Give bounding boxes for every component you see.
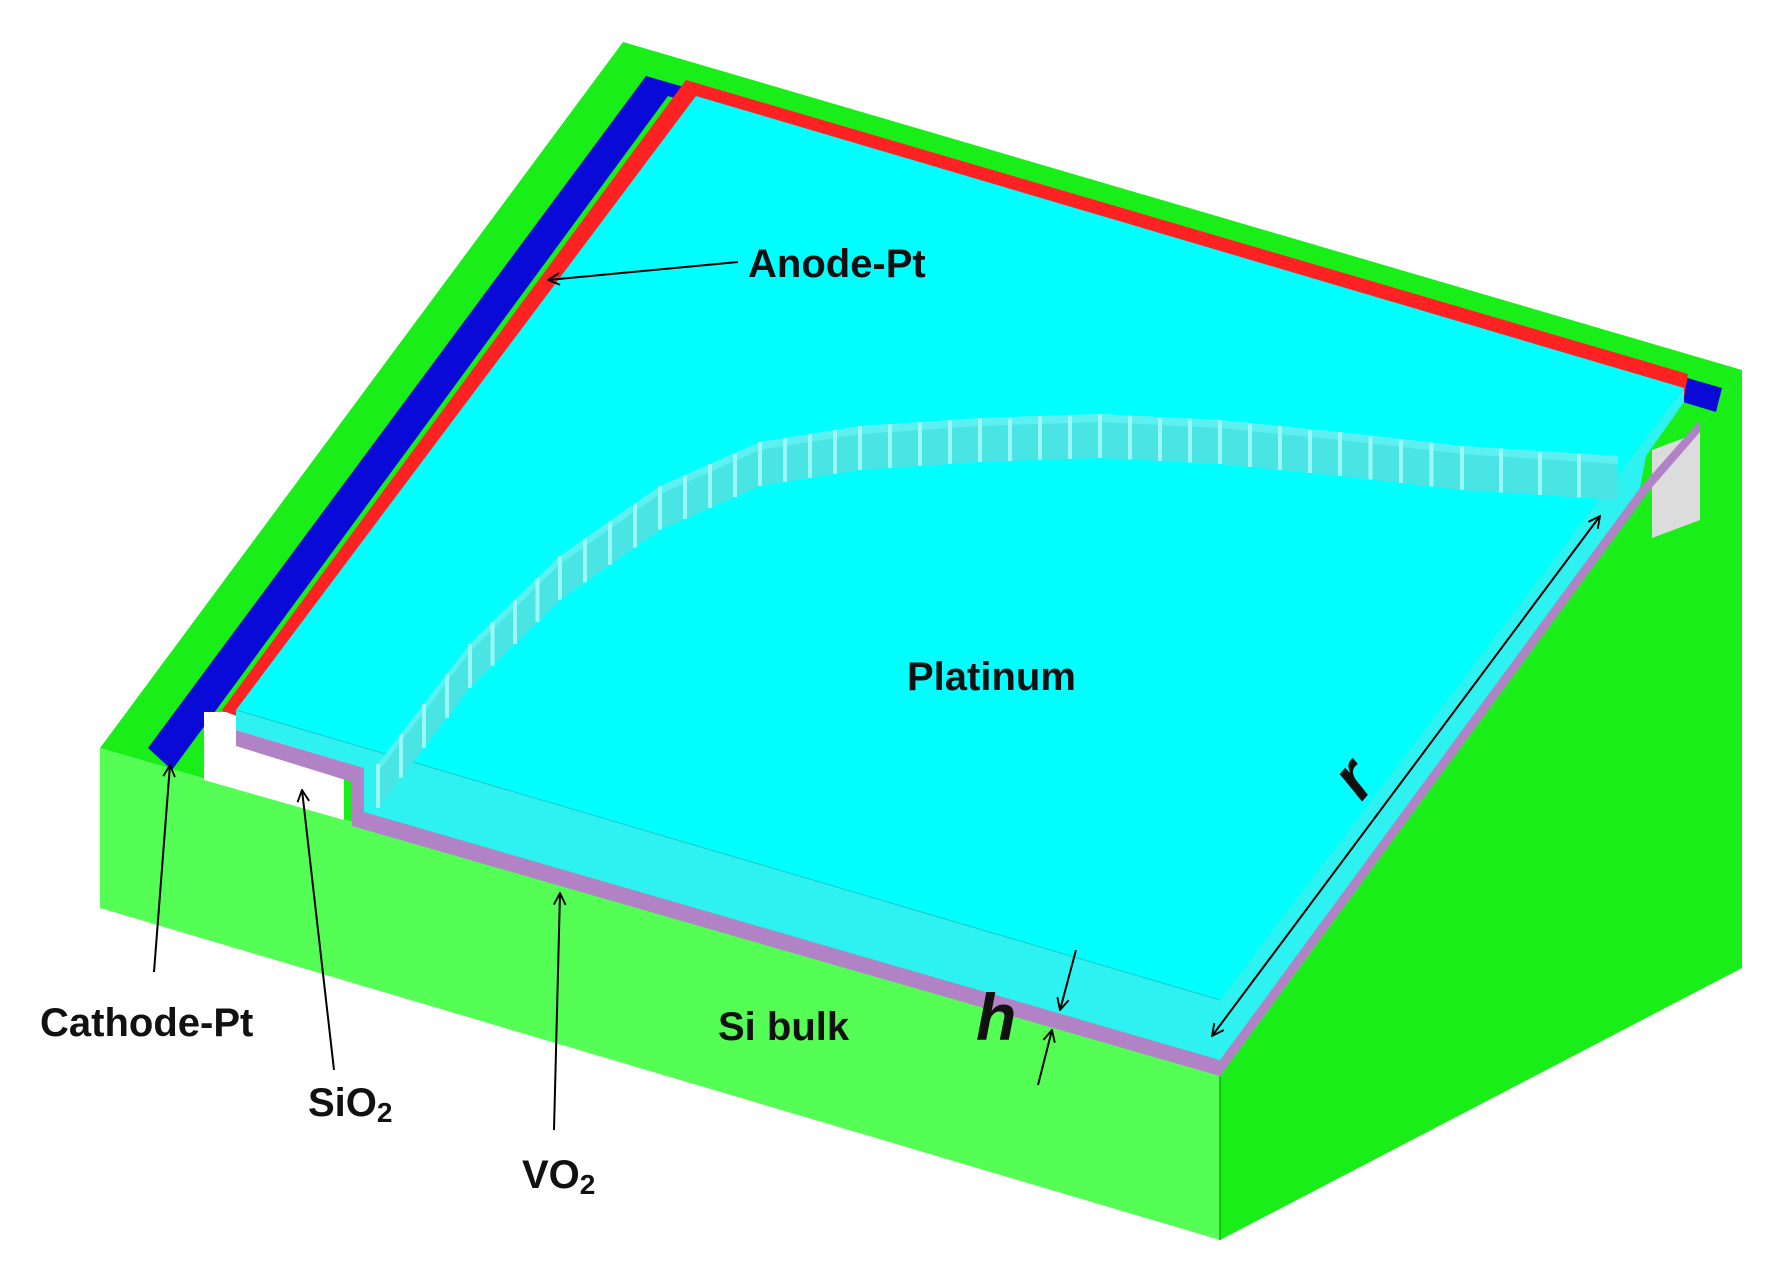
stepped-terrace [376,414,1618,808]
sio2-label: SiO2 [308,1081,392,1128]
si-bulk-front-face [100,748,1220,1240]
platinum-front-face [236,710,1220,1060]
sio2-label-subscript: 2 [377,1097,393,1128]
vo2-layer [236,730,1220,1076]
dimension-h-top-arrow [1060,949,1077,1010]
si-bulk-label: Si bulk [718,1005,850,1049]
terrace-riser-face [378,422,1618,808]
sio2-label-main: SiO [308,1081,377,1125]
terrace-top-face [378,414,1618,772]
sio2-right-side [1652,432,1700,538]
cathode-pt-label: Cathode-Pt [40,1001,253,1045]
anode-arrow [548,261,739,280]
label-arrows [153,261,739,1131]
dimension-r-line [1212,516,1600,1036]
sio2-arrow [302,790,335,1071]
vo2-label: VO2 [522,1153,595,1200]
vo2-label-subscript: 2 [580,1169,596,1200]
vo2-label-main: VO [522,1153,580,1197]
cathode-pt-strip [148,76,1722,770]
vo2-arrow [553,893,560,1131]
dimension-h-bottom-arrow [1037,1030,1052,1086]
cathode-arrow [153,765,170,973]
anode-pt-label: Anode-Pt [748,242,926,286]
dimension-markers [1037,516,1600,1086]
platinum-label: Platinum [907,655,1076,699]
dimension-h-label: h [976,980,1016,1054]
text-labels: Anode-Pt Platinum Cathode-Pt Si bulk SiO… [40,242,1391,1200]
